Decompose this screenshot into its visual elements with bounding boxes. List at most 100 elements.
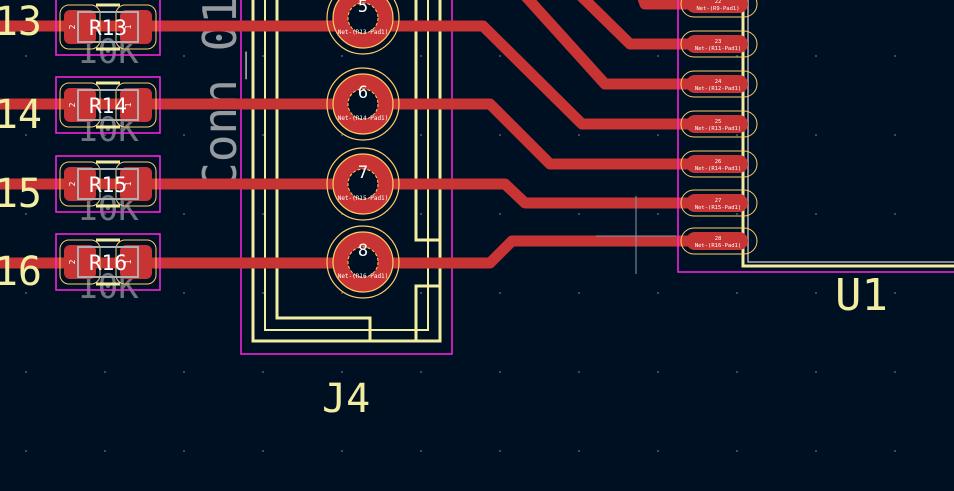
grid-dot (815, 213, 817, 215)
grid-dot (815, 371, 817, 373)
u1-fab-outline (747, 0, 954, 263)
resistor-pad[interactable] (64, 245, 96, 279)
grid-dot (341, 134, 343, 136)
grid-dot (815, 134, 817, 136)
grid-dot (736, 213, 738, 215)
track-r14[interactable] (0, 98, 706, 170)
grid-dot (262, 55, 264, 57)
connector-j4[interactable]: Conn_01 J4 (193, 0, 453, 422)
resistor-pad-number: 2 (68, 259, 77, 264)
grid-dot (736, 450, 738, 452)
resistor-side-label: 16 (0, 249, 42, 295)
resistor-pad[interactable] (64, 167, 96, 201)
grid-dot (25, 134, 27, 136)
grid-dot (499, 292, 501, 294)
u1-partial-label: — (845, 0, 865, 10)
grid-dot (183, 213, 185, 215)
u1-pad-number: 25 (715, 119, 722, 125)
grid-dot (341, 450, 343, 452)
pad-number: 6 (358, 83, 368, 103)
grid-dot (736, 55, 738, 57)
u1-pad-number: 23 (715, 39, 722, 45)
copper-tracks (0, 0, 706, 269)
resistor-pad-ring (115, 239, 157, 285)
grid-dot (420, 292, 422, 294)
resistor-pad[interactable] (120, 245, 152, 279)
grid-dot (25, 450, 27, 452)
grid-dot (104, 55, 106, 57)
track-r13[interactable] (0, 20, 706, 130)
resistor-pad[interactable] (120, 10, 152, 44)
grid-dot (736, 371, 738, 373)
grid-dot (894, 450, 896, 452)
u1-pad-net-name: Net-(R12-Pad1) (695, 86, 741, 92)
j4-latch-lower (414, 284, 440, 340)
grid-dot (262, 134, 264, 136)
track-r12[interactable] (520, 0, 706, 90)
track-r9[interactable] (637, 0, 706, 10)
resistor-pad-number: 2 (68, 24, 77, 29)
pad-clearance-ring (326, 0, 400, 55)
track-r11[interactable] (575, 0, 706, 50)
resistor-reference-label: R16 (89, 251, 127, 275)
grid-dot (183, 55, 185, 57)
grid-dot (657, 55, 659, 57)
grid-dot (104, 134, 106, 136)
u1-pad-ring (680, 189, 758, 217)
u1-pad-number: 27 (715, 198, 722, 204)
grid-dots (25, 55, 896, 452)
u1-pad-ring (680, 110, 758, 138)
pad-outline (332, 0, 394, 49)
grid-dot (104, 371, 106, 373)
resistor-pad[interactable] (64, 88, 96, 122)
track-r16[interactable] (0, 235, 706, 269)
grid-dot (578, 371, 580, 373)
pad-clearance-ring (326, 67, 400, 141)
grid-dot (262, 292, 264, 294)
resistor-pad-ring (59, 82, 101, 128)
grid-dot (894, 134, 896, 136)
grid-dot (499, 371, 501, 373)
u1-pad-net-name: Net-(R11-Pad1) (695, 46, 741, 52)
track-r15[interactable] (0, 178, 706, 209)
j4-silk-outline (251, 0, 442, 343)
resistor-pad-number: 1 (124, 259, 133, 264)
u1-pad-ring (680, 227, 758, 255)
pad-drill (347, 88, 379, 120)
resistor-reference-label: R14 (89, 94, 127, 118)
grid-dot (657, 134, 659, 136)
pad-number: 8 (358, 241, 368, 261)
resistor-pad[interactable] (120, 88, 152, 122)
grid-dot (104, 450, 106, 452)
resistor-pad[interactable] (120, 167, 152, 201)
resistor-pad[interactable] (64, 10, 96, 44)
pad-net-name: Net-(R13-Pad1) (338, 29, 389, 36)
resistor-fab-body (77, 89, 139, 121)
u1-pad-ring (680, 150, 758, 178)
u1-pad-copper (686, 155, 748, 173)
u1-pad-ring (680, 30, 758, 58)
grid-dot (657, 371, 659, 373)
grid-dot (657, 292, 659, 294)
u1-pad-number: 26 (715, 159, 722, 165)
u1-pad-number: 28 (715, 236, 722, 242)
grid-dot (341, 55, 343, 57)
u1-pad-copper (686, 35, 748, 53)
